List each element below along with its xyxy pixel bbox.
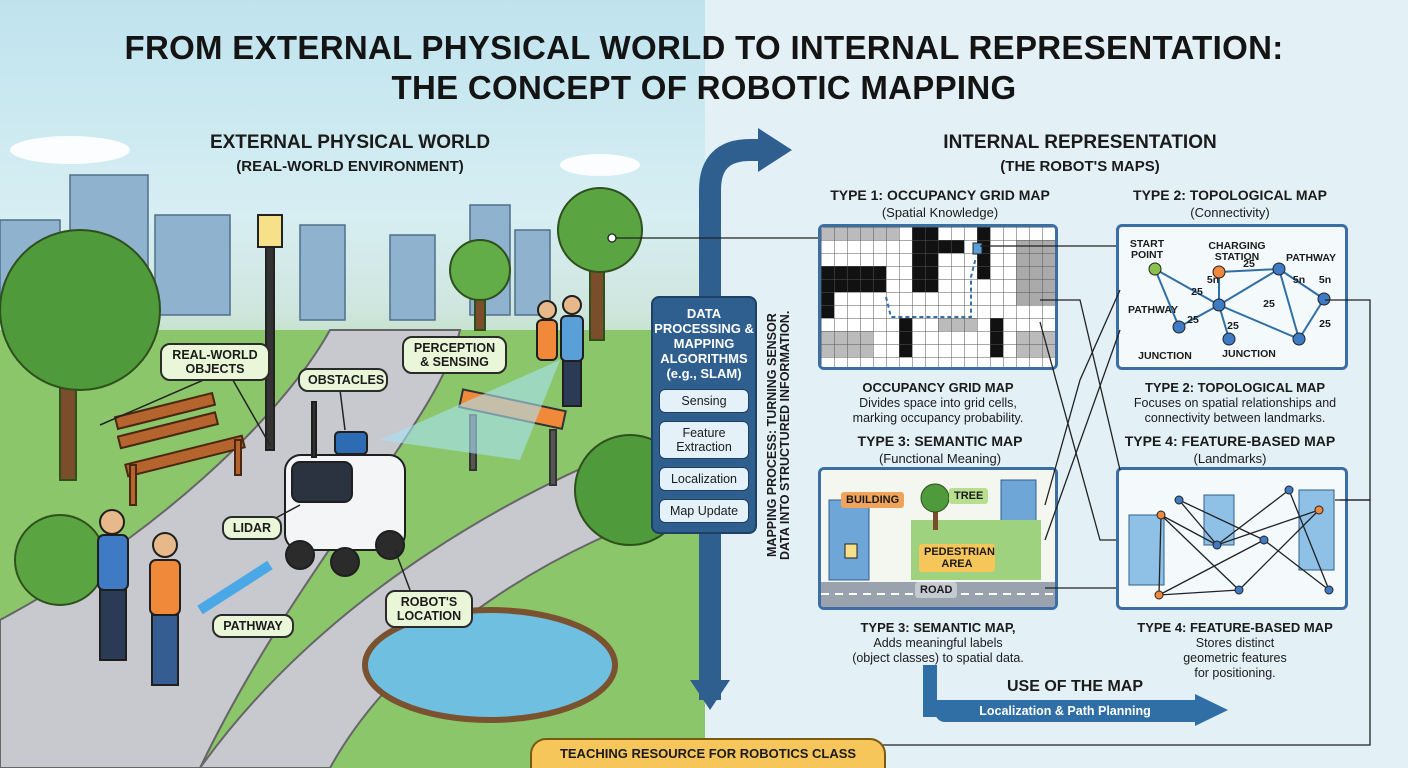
tag-pedestrian-area: PEDESTRIAN AREA	[919, 544, 995, 572]
type4-desc-line1: Stores distinct	[1195, 636, 1275, 650]
right-heading-title: INTERNAL REPRESENTATION	[943, 132, 1217, 153]
step-localization: Localization	[659, 467, 749, 491]
title-line-2: THE CONCEPT OF ROBOTIC MAPPING	[391, 69, 1017, 106]
left-heading-sub: (REAL-WORLD ENVIRONMENT)	[236, 158, 464, 175]
page-title: FROM EXTERNAL PHYSICAL WORLD TO INTERNAL…	[0, 28, 1408, 108]
type1-title: TYPE 1: OCCUPANCY GRID MAP (Spatial Know…	[815, 186, 1065, 222]
occupancy-grid	[821, 227, 1055, 367]
type4-desc-title: TYPE 4: FEATURE-BASED MAP	[1137, 620, 1333, 635]
feature-map-drawing	[1128, 485, 1335, 600]
trees	[0, 187, 686, 606]
type1-description: OCCUPANCY GRID MAP Divides space into gr…	[818, 380, 1058, 426]
tag-building: BUILDING	[841, 492, 905, 508]
pond	[362, 607, 618, 723]
process-flow-arrow	[690, 128, 792, 710]
type2-title: TYPE 2: TOPOLOGICAL MAP (Connectivity)	[1105, 186, 1355, 222]
step-feature-extraction: Feature Extraction	[659, 421, 749, 459]
label-lidar: LIDAR	[222, 516, 282, 540]
topological-map: START POINT CHARGING STATION PATHWAY PAT…	[1116, 224, 1348, 370]
type3-desc-line2: (object classes) to spatial data.	[852, 651, 1024, 665]
type2-desc-line1: Focuses on spatial relationships and	[1133, 396, 1337, 410]
type4-title: TYPE 4: FEATURE-BASED MAP (Landmarks)	[1105, 432, 1355, 468]
type4-title-text: TYPE 4: FEATURE-BASED MAP	[1124, 433, 1336, 449]
semantic-map: BUILDING TREE PEDESTRIAN AREA ROAD	[818, 467, 1058, 610]
right-heading: INTERNAL REPRESENTATION (THE ROBOT'S MAP…	[890, 132, 1270, 175]
type4-subtitle: (Landmarks)	[1193, 451, 1267, 466]
title-line-1: FROM EXTERNAL PHYSICAL WORLD TO INTERNAL…	[124, 29, 1284, 66]
edge-weight: 25	[1243, 258, 1255, 270]
type1-desc-line2: marking occupancy probability.	[852, 411, 1024, 425]
node-pathway-1: PATHWAY	[1286, 252, 1336, 264]
type3-desc-line1: Adds meaningful labels	[873, 636, 1003, 650]
label-real-world-objects: REAL-WORLD OBJECTS	[160, 343, 270, 381]
label-obstacles: OBSTACLES	[298, 368, 388, 392]
edge-weight: 25	[1227, 320, 1239, 332]
type1-title-text: TYPE 1: OCCUPANCY GRID MAP	[830, 187, 1050, 203]
edge-weight: 5n	[1206, 274, 1220, 286]
topological-graph	[1148, 262, 1331, 346]
type2-description: TYPE 2: TOPOLOGICAL MAP Focuses on spati…	[1105, 380, 1365, 426]
node-junction-1: JUNCTION	[1138, 350, 1192, 362]
type2-subtitle: (Connectivity)	[1190, 205, 1270, 220]
right-heading-sub: (THE ROBOT'S MAPS)	[1000, 158, 1160, 175]
label-robots-location: ROBOT'S LOCATION	[385, 590, 473, 628]
type4-desc-line3: for positioning.	[1194, 666, 1276, 680]
type2-title-text: TYPE 2: TOPOLOGICAL MAP	[1133, 187, 1327, 203]
use-of-map-title: USE OF THE MAP	[1006, 678, 1143, 695]
tag-tree: TREE	[949, 488, 989, 504]
type1-subtitle: (Spatial Knowledge)	[881, 205, 999, 220]
lamp-post	[257, 214, 283, 451]
node-pathway-2: PATHWAY	[1128, 304, 1178, 316]
edge-weight: 25	[1187, 314, 1199, 326]
label-pathway: PATHWAY	[212, 614, 294, 638]
node-charging-station: CHARGING STATION	[1208, 240, 1266, 263]
left-heading: EXTERNAL PHYSICAL WORLD (REAL-WORLD ENVI…	[160, 132, 540, 175]
type2-desc-line2: connectivity between landmarks.	[1144, 411, 1326, 425]
node-start-point: START POINT	[1129, 238, 1165, 261]
type1-desc-line1: Divides space into grid cells,	[859, 396, 1017, 410]
type3-title-text: TYPE 3: SEMANTIC MAP	[857, 433, 1023, 449]
step-sensing: Sensing	[659, 389, 749, 413]
edge-weight: 25	[1263, 298, 1275, 310]
footer-badge: TEACHING RESOURCE FOR ROBOTICS CLASS	[530, 738, 886, 768]
mapping-process-vertical-text: MAPPING PROCESS: TURNING SENSOR DATA INT…	[765, 310, 792, 560]
label-perception-sensing: PERCEPTION & SENSING	[402, 336, 507, 374]
data-processing-panel: DATA PROCESSING & MAPPING ALGORITHMS (e.…	[651, 296, 757, 534]
edge-weight: 5n	[1292, 274, 1306, 286]
type3-desc-title: TYPE 3: SEMANTIC MAP,	[860, 620, 1016, 635]
processing-heading: DATA PROCESSING & MAPPING ALGORITHMS (e.…	[654, 306, 754, 381]
left-heading-title: EXTERNAL PHYSICAL WORLD	[209, 132, 491, 153]
step-map-update: Map Update	[659, 499, 749, 523]
pedestrians	[97, 295, 584, 686]
type3-description: TYPE 3: SEMANTIC MAP, Adds meaningful la…	[818, 620, 1058, 666]
node-junction-2: JUNCTION	[1222, 348, 1276, 360]
pathway-arrow	[197, 560, 273, 615]
park-bench	[113, 391, 246, 506]
park-scene-illustration	[0, 136, 705, 768]
occupancy-grid-map	[818, 224, 1058, 370]
edge-weight: 25	[1191, 286, 1203, 298]
type3-subtitle: (Functional Meaning)	[878, 451, 1002, 466]
edge-weight: 25	[1319, 318, 1331, 330]
type2-desc-title: TYPE 2: TOPOLOGICAL MAP	[1144, 380, 1326, 395]
edge-weight: 5n	[1318, 274, 1332, 286]
type4-description: TYPE 4: FEATURE-BASED MAP Stores distinc…	[1105, 620, 1365, 681]
feature-based-map	[1116, 467, 1348, 610]
type1-desc-title: OCCUPANCY GRID MAP	[862, 380, 1014, 395]
use-of-map-bar: Localization & Path Planning	[935, 700, 1195, 722]
tag-road: ROAD	[915, 582, 958, 598]
type3-title: TYPE 3: SEMANTIC MAP (Functional Meaning…	[815, 432, 1065, 468]
delivery-robot	[284, 360, 560, 577]
type4-desc-line2: geometric features	[1183, 651, 1287, 665]
